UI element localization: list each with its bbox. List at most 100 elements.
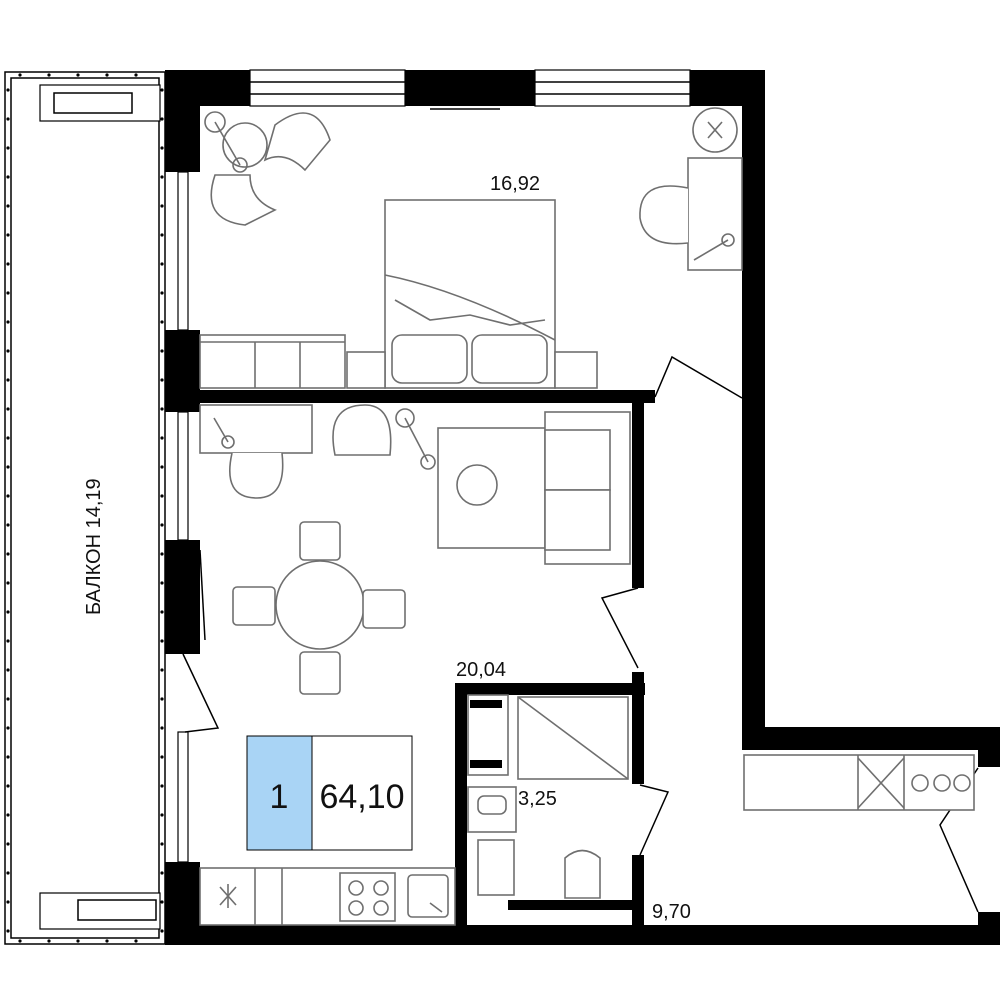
- railing-post: [160, 871, 164, 875]
- wall-left-3: [165, 540, 200, 654]
- bedroom-area-label: 16,92: [490, 173, 540, 195]
- railing-post: [6, 581, 10, 585]
- cabinet: [477, 839, 515, 896]
- door-living: [600, 587, 639, 669]
- wall-right-step: [742, 727, 978, 750]
- wall-right-lower-a: [978, 727, 1000, 767]
- sofa-cushion-2: [544, 489, 611, 551]
- bed-blanket-fold: [384, 274, 556, 341]
- railing-post: [160, 88, 164, 92]
- railing-post: [160, 523, 164, 527]
- window-left-2: [177, 411, 189, 541]
- desk-chair-living: [228, 452, 284, 499]
- armchair-1: [263, 112, 331, 172]
- door-balcony-leaf: [199, 549, 206, 641]
- railing-post: [6, 117, 10, 121]
- railing-post: [160, 610, 164, 614]
- railing-post: [6, 813, 10, 817]
- nightstand-2: [554, 351, 598, 389]
- desk-chair-bedroom: [639, 185, 689, 245]
- railing-post: [160, 349, 164, 353]
- railing-post: [18, 73, 22, 77]
- wall-living-right: [632, 403, 644, 588]
- railing-post: [6, 204, 10, 208]
- rooms-count: 1: [270, 778, 289, 816]
- dining-chair-top: [299, 521, 341, 561]
- wall-left-1: [165, 70, 200, 172]
- bathroom-fixtures: [467, 694, 629, 899]
- dining-chair-right: [362, 589, 406, 629]
- desk-living: [199, 404, 313, 454]
- shoe-3: [953, 774, 971, 792]
- railing-post: [160, 262, 164, 266]
- railing-post: [6, 668, 10, 672]
- floor-lamp-1: [204, 111, 226, 133]
- railing-post: [47, 939, 51, 943]
- railing-post: [160, 494, 164, 498]
- wall-left-4: [165, 862, 200, 945]
- railing-post: [160, 668, 164, 672]
- window-top-2: [534, 69, 691, 107]
- armchair-2: [210, 174, 277, 226]
- railing-post: [6, 175, 10, 179]
- railing-post: [6, 929, 10, 933]
- desk-bedroom: [687, 157, 743, 271]
- railing-post: [160, 291, 164, 295]
- coffee-table-round: [456, 464, 498, 506]
- railing-post: [160, 755, 164, 759]
- wardrobe-bedroom: [199, 334, 346, 389]
- railing-post: [105, 939, 109, 943]
- shoe-1: [911, 774, 929, 792]
- wall-bath-right-upper: [632, 672, 644, 784]
- railing-post: [160, 929, 164, 933]
- railing-post: [76, 939, 80, 943]
- armchair-living: [332, 404, 392, 456]
- railing-post: [160, 320, 164, 324]
- cooktop: [339, 872, 396, 922]
- planter-inner-bottom: [77, 899, 157, 921]
- pillow-1: [391, 334, 468, 384]
- dining-chair-bottom: [299, 651, 341, 695]
- railing-post: [160, 233, 164, 237]
- railing-post: [6, 639, 10, 643]
- wall-bottom: [165, 925, 1000, 945]
- wall-left-2: [165, 330, 200, 412]
- railing-post: [160, 552, 164, 556]
- living-area-label: 20,04: [456, 659, 506, 681]
- total-area-box: [311, 735, 413, 851]
- railing-post: [160, 726, 164, 730]
- bedroom-furniture: [199, 107, 743, 389]
- railing-post: [6, 262, 10, 266]
- railing-post: [6, 900, 10, 904]
- window-left-1: [177, 171, 189, 331]
- railing-post: [6, 610, 10, 614]
- railing-post: [6, 320, 10, 324]
- rooms-count-box: [246, 735, 313, 851]
- total-area: 64,10: [319, 778, 404, 816]
- window-top-1: [249, 69, 406, 107]
- railing-post: [6, 552, 10, 556]
- railing-post: [160, 581, 164, 585]
- balcony-label: БАЛКОН 14,19: [83, 478, 105, 615]
- dining-chair-left: [232, 586, 276, 626]
- railing-post: [76, 73, 80, 77]
- railing-post: [6, 465, 10, 469]
- railing-post: [6, 523, 10, 527]
- pillow-2: [471, 334, 548, 384]
- railing-post: [160, 146, 164, 150]
- railing-post: [6, 697, 10, 701]
- wall-bath-bottom: [508, 900, 644, 910]
- railing-post: [134, 939, 138, 943]
- railing-post: [160, 378, 164, 382]
- door-bathroom: [639, 784, 670, 856]
- railing-post: [160, 175, 164, 179]
- sofa-cushion-1: [544, 429, 611, 491]
- railing-post: [6, 378, 10, 382]
- railing-post: [105, 73, 109, 77]
- windows: [177, 69, 691, 863]
- railing-post: [160, 465, 164, 469]
- railing-post: [134, 73, 138, 77]
- railing-post: [160, 842, 164, 846]
- wall-right-upper: [742, 70, 765, 750]
- dining-table: [275, 560, 365, 650]
